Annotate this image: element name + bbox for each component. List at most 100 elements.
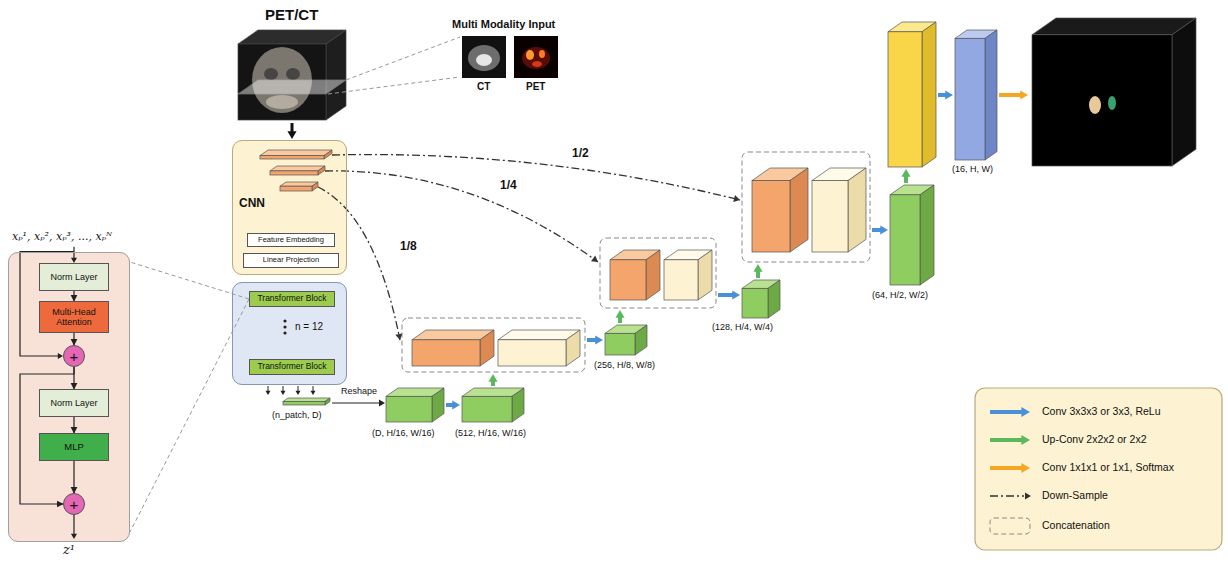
ct-bone — [476, 54, 492, 66]
upsampled-block-front — [664, 260, 698, 300]
box-text: Feature Embedding — [258, 236, 324, 245]
token-arrow-shaft — [268, 386, 269, 392]
concatenation-box — [600, 238, 716, 308]
feature-block — [955, 30, 997, 160]
skip-feature-block-front — [610, 260, 646, 300]
figure-drawing — [20, 18, 1222, 550]
conv-arrow-head — [945, 90, 953, 99]
cnn-feature-map-top — [260, 150, 332, 156]
token-arrow-head — [295, 391, 300, 395]
box-text: Norm Layer — [50, 398, 97, 408]
scale-label: 1/4 — [500, 179, 517, 193]
legend-swatch — [990, 492, 1031, 499]
dimension-label: (128, H/4, W/4) — [712, 322, 773, 332]
skip-feature-block — [412, 330, 494, 366]
transformer-block-box: Transformer Block — [249, 291, 335, 307]
softmax-arrow — [999, 90, 1028, 99]
cnn-feature-map-side — [312, 182, 318, 191]
legend-dashdot — [990, 495, 1024, 496]
token-arrow — [310, 386, 315, 395]
token-arrow-head — [265, 391, 270, 395]
pet-hotspot — [539, 50, 545, 58]
token-input-arrow — [71, 247, 77, 263]
token-arrow-shaft — [298, 386, 299, 392]
dimension-label: (D, H/16, W/16) — [372, 428, 435, 438]
upconv-arrow — [615, 310, 624, 323]
conv-arrow-head — [880, 225, 888, 234]
legend-text: Concatenation — [1042, 519, 1110, 531]
image-caption: PET — [526, 81, 545, 93]
projection-box: Linear Projection — [243, 253, 339, 268]
legend-swatch-shaft — [990, 438, 1023, 442]
box-text: Transformer Block — [257, 294, 326, 304]
cnn-panel: CNN Feature EmbeddingLinear Projection — [232, 140, 347, 275]
input-arrow-head — [287, 131, 296, 139]
pet-uptake — [522, 47, 550, 69]
downsample-line — [325, 171, 598, 262]
skip-feature-block — [752, 168, 808, 252]
attention-box: Multi-Head Attention — [39, 301, 109, 333]
feature-block-front — [386, 396, 432, 422]
legend-swatch-shaft — [990, 466, 1023, 470]
feature-block — [462, 388, 524, 422]
skip-feature-block-front — [412, 340, 480, 366]
norm-layer-box: Norm Layer — [39, 263, 109, 291]
upsampled-block-front — [498, 340, 566, 366]
legend-box — [975, 388, 1222, 550]
downsample-head — [395, 333, 402, 340]
cnn-feature-map-side — [318, 166, 325, 175]
conv-arrow — [718, 290, 740, 299]
feature-block-front — [888, 32, 922, 167]
feature-block-front — [890, 195, 920, 285]
token-arrow-head — [310, 391, 315, 395]
input-arrow — [287, 123, 296, 139]
tumor-mask — [1089, 96, 1101, 114]
feature-block-front — [742, 288, 768, 318]
conv-arrow-shaft — [718, 293, 734, 297]
token-arrow — [280, 386, 285, 395]
box-text: Transformer Block — [257, 362, 326, 372]
reshape-arrow-head — [379, 399, 385, 406]
upsampled-block-side — [566, 330, 580, 366]
token-sequence-side — [325, 398, 330, 405]
concatenation-box — [402, 318, 585, 372]
dimension-label: (64, H/2, W/2) — [872, 290, 928, 300]
legend-dashdot-head — [1025, 492, 1031, 499]
downsample-path — [325, 171, 598, 262]
cnn-feature-map — [260, 150, 332, 159]
legend-swatch — [990, 407, 1030, 417]
dimension-label: (256, H/8, W/8) — [594, 360, 655, 370]
legend-swatch-head — [1021, 407, 1030, 417]
upsampled-block — [812, 168, 866, 252]
panel-fill — [8, 252, 130, 542]
cnn-feature-map-front — [260, 156, 324, 159]
transformer-panel: n = 12Transformer BlockTransformer Block — [232, 282, 347, 385]
panel-heading: CNN — [239, 197, 265, 210]
conv-arrow-head — [452, 400, 460, 409]
repeat-dot — [283, 325, 286, 328]
image-caption: CT — [477, 81, 490, 93]
conv-arrow-head — [595, 335, 603, 344]
conv-arrow-shaft — [587, 338, 597, 342]
layer-output-arrow-shaft — [73, 515, 74, 535]
section-title: Multi Modality Input — [452, 18, 555, 31]
panel-fill — [232, 140, 347, 275]
cnn-feature-map-top — [270, 166, 325, 171]
legend-text: Conv 1x1x1 or 1x1, Softmax — [1042, 461, 1174, 473]
upconv-arrow — [753, 264, 762, 278]
reshape-arrow-shaft — [332, 402, 380, 403]
upsampled-block — [664, 250, 712, 300]
token-arrow — [265, 386, 270, 395]
feature-block-front — [955, 38, 985, 160]
reshape-arrow — [332, 399, 385, 406]
token-arrow-shaft — [313, 386, 314, 392]
upconv-arrow — [901, 169, 910, 183]
downsample-line — [332, 155, 740, 202]
lymph-node-mask — [1108, 96, 1116, 110]
scale-label: 1/2 — [572, 147, 589, 161]
skip-feature-block-side — [646, 250, 660, 300]
cnn-feature-map-side — [324, 150, 332, 159]
pet-hotspot — [532, 61, 542, 67]
